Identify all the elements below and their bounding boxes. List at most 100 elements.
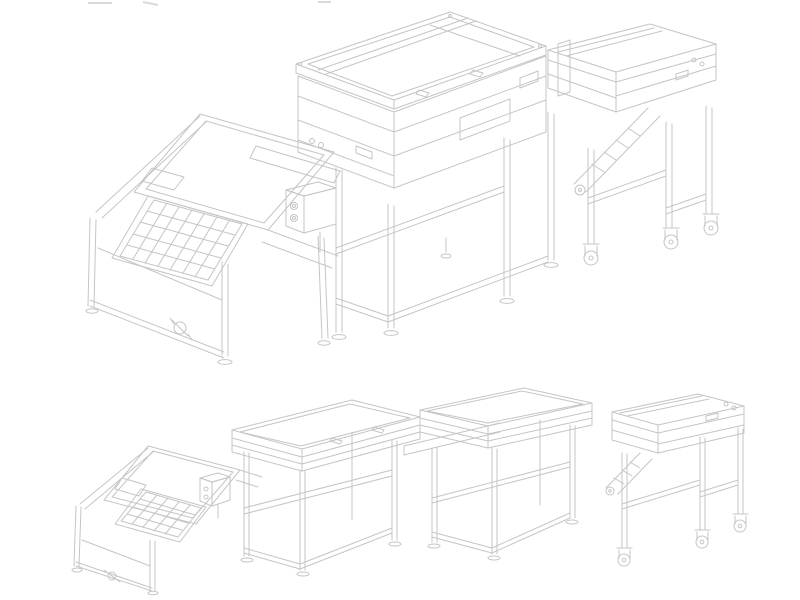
main-unit-lid (296, 12, 546, 109)
push-button (204, 495, 208, 499)
frame-diagonal (80, 448, 153, 509)
wheel-hub (669, 240, 673, 244)
basket-rim (115, 489, 206, 542)
frame-leg (88, 218, 96, 306)
frame-rail (336, 186, 504, 254)
caster-wheel (733, 514, 748, 532)
pedal-bracket (104, 570, 120, 582)
frame-rail (588, 170, 706, 214)
hopper-unit (86, 114, 338, 364)
push-button (291, 203, 298, 210)
leveling-foot (318, 341, 330, 345)
caster-wheel (695, 530, 710, 548)
body-side-seams (394, 76, 546, 156)
hopper-hood-inner (146, 121, 324, 223)
knob (310, 139, 315, 144)
leveling-foot (566, 520, 578, 524)
latch-plate (356, 146, 372, 159)
lid-inner-edge (308, 17, 534, 96)
basket-grid-a (133, 203, 229, 277)
lid-screw (299, 63, 302, 66)
frame-leg (548, 112, 554, 260)
body-outline (298, 56, 546, 188)
main-unit-body (250, 40, 570, 188)
knob (692, 58, 696, 62)
leveling-foot (488, 556, 500, 560)
transfer-bridge (558, 40, 570, 96)
hood-vent (115, 478, 146, 496)
basket-rim (112, 196, 248, 286)
artifact-mark (143, 2, 158, 5)
vent-panel (520, 71, 538, 88)
leveling-foot (544, 263, 558, 268)
conveyor-roller (606, 487, 614, 495)
roller-hub (579, 189, 582, 192)
wheel (618, 554, 630, 566)
leveling-foot (389, 542, 401, 546)
lid-inner-edge (427, 391, 583, 423)
frame-rail (244, 528, 392, 569)
frame-leg (150, 540, 155, 590)
hopper-unit-small (72, 446, 262, 595)
frame-leg (74, 506, 81, 566)
lid-latches (416, 70, 483, 97)
lid-latches (330, 427, 384, 444)
lid-screw (539, 45, 542, 48)
discharge-unit (548, 24, 719, 265)
push-button (204, 487, 208, 491)
wheel-hub (700, 540, 704, 544)
technical-drawing-top (86, 12, 719, 364)
leveling-foot (218, 360, 232, 365)
leveling-foot (297, 572, 309, 576)
control-box-small (200, 473, 230, 518)
hopper-hood (104, 446, 240, 524)
leveling-foot (241, 558, 253, 562)
access-door (460, 99, 510, 140)
knob (724, 402, 728, 406)
discharge-top-seams (620, 396, 709, 416)
discharge-unit-small (606, 394, 748, 566)
basket-grid-b (127, 499, 195, 530)
leveling-foot (72, 568, 82, 572)
lid-screw (449, 15, 452, 18)
main-unit-frame (332, 112, 558, 339)
lid-inner-edge (240, 404, 410, 446)
frame-bottom-rail (76, 562, 152, 591)
caster-wheel (617, 548, 632, 566)
frame-leg (244, 432, 397, 570)
leveling-foot (428, 544, 440, 548)
leveling-foot (332, 335, 346, 340)
frame-diagonal (96, 116, 206, 218)
frame-rail (244, 470, 392, 514)
basket-grid-a (132, 495, 190, 534)
knob (732, 406, 736, 410)
frame-bottom-rail (90, 300, 224, 358)
frame-leg (588, 106, 712, 244)
wheel-hub (709, 226, 713, 230)
leveling-foot (500, 299, 514, 304)
frame-leg (222, 262, 228, 356)
frame-rail (432, 513, 570, 553)
control-box-side (304, 188, 336, 233)
knob (319, 143, 324, 148)
control-box-side (212, 477, 230, 506)
pedal-bracket (170, 318, 192, 340)
push-button-center (293, 217, 296, 220)
knob (700, 62, 704, 66)
discharge-body-seam (548, 66, 716, 98)
wheel-hub (738, 524, 742, 528)
support-post (318, 236, 328, 338)
hood-vent (142, 168, 184, 190)
latch-plate (706, 413, 718, 421)
wheel (664, 235, 678, 249)
push-button-center (293, 205, 296, 208)
discharge-body-seam (612, 425, 744, 444)
leveling-foot (384, 331, 398, 336)
leveling-foot (441, 254, 451, 258)
wheel-hub (622, 558, 626, 562)
leveling-foot (148, 591, 158, 595)
frame-leg (622, 428, 743, 548)
